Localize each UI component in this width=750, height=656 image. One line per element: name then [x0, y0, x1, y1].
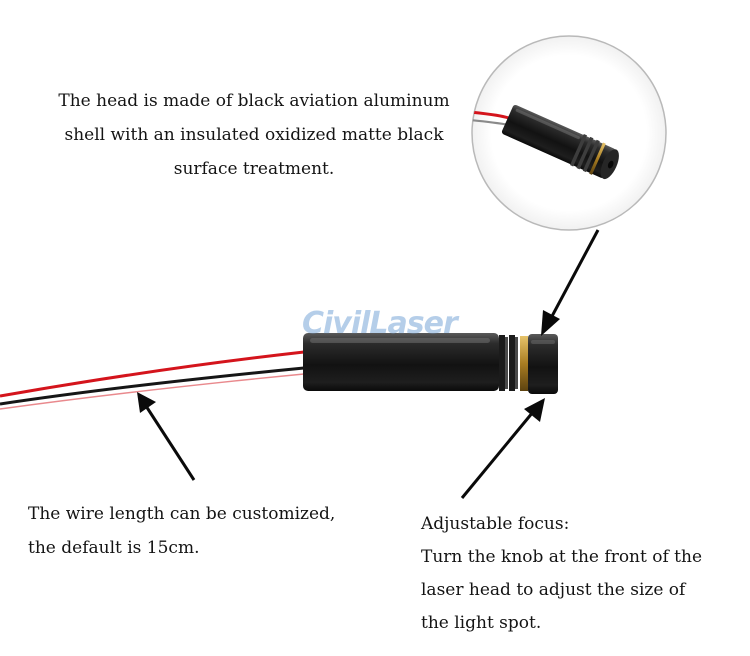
caption-line: laser head to adjust the size of: [421, 580, 686, 600]
caption-line: The head is made of black aviation alumi…: [58, 91, 450, 111]
caption-line: the default is 15cm.: [28, 538, 200, 558]
caption-line: Adjustable focus:: [421, 514, 570, 534]
caption-adjustable-focus: Adjustable focus: Turn the knob at the f…: [421, 508, 702, 640]
caption-line: the light spot.: [421, 613, 542, 633]
wire-leads: [0, 350, 305, 410]
brand-watermark: CivilLaser: [302, 306, 458, 341]
caption-head-material: The head is made of black aviation alumi…: [44, 84, 464, 186]
caption-line: surface treatment.: [173, 159, 335, 179]
pointer-arrows: [137, 229, 600, 499]
caption-wire-length: The wire length can be customized, the d…: [28, 497, 335, 565]
caption-line: shell with an insulated oxidized matte b…: [64, 125, 444, 145]
laser-module: [303, 333, 558, 394]
caption-line: Turn the knob at the front of the: [421, 547, 703, 567]
zoom-inset-circle: [471, 35, 667, 231]
caption-line: The wire length can be customized,: [28, 504, 336, 524]
